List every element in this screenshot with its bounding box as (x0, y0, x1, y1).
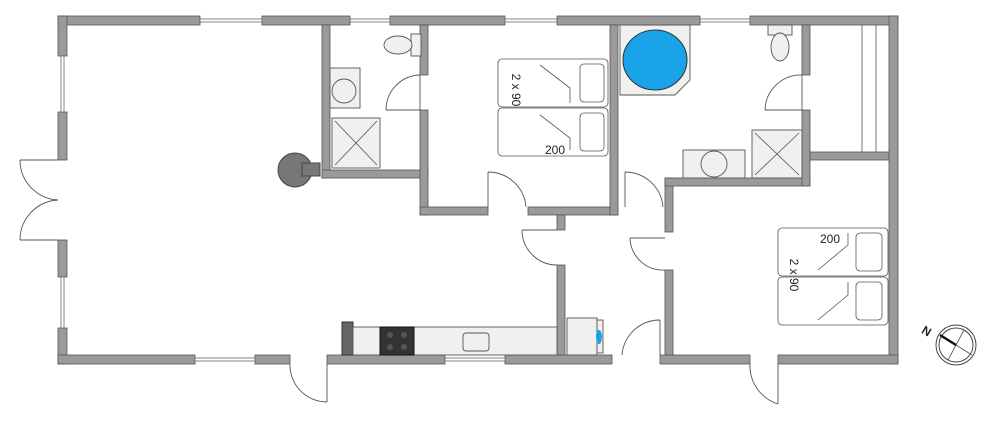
bed-1: 2 x 90 200 (497, 58, 609, 157)
bed-1-size: 2 x 90 (509, 74, 523, 107)
sink-1 (329, 67, 361, 109)
compass-icon: N (919, 323, 977, 366)
wood-stove (277, 152, 321, 188)
windows (60, 18, 751, 362)
toilet-1 (383, 33, 422, 57)
door-bedroom-2 (629, 237, 666, 271)
door-corridor (521, 229, 558, 266)
bathtub (619, 24, 691, 96)
door-bathroom-2 (624, 171, 664, 208)
sink-2 (682, 149, 746, 179)
door-utility (621, 319, 661, 356)
bed-1-length: 200 (545, 143, 565, 157)
toilet-2 (767, 24, 793, 62)
shower-1 (331, 117, 381, 169)
kitchen-counter (341, 321, 558, 356)
compass-north-label: N (919, 323, 934, 339)
door-front (289, 363, 328, 403)
interior-walls (321, 24, 890, 356)
shower-2 (751, 129, 803, 179)
outer-walls (57, 15, 899, 365)
door-bedroom-2-exit (749, 363, 779, 405)
bed-2-size: 2 x 90 (787, 259, 801, 292)
door-bedroom-1 (487, 171, 527, 208)
closet (861, 25, 877, 152)
bed-2-length: 200 (820, 232, 840, 246)
doors (19, 74, 803, 405)
door-bathroom-1 (385, 74, 421, 111)
bed-2: 2 x 90 200 (777, 227, 889, 326)
entrance-door-left-double (19, 159, 59, 241)
door-toilet-2 (764, 74, 803, 111)
washing-machine (566, 317, 604, 356)
